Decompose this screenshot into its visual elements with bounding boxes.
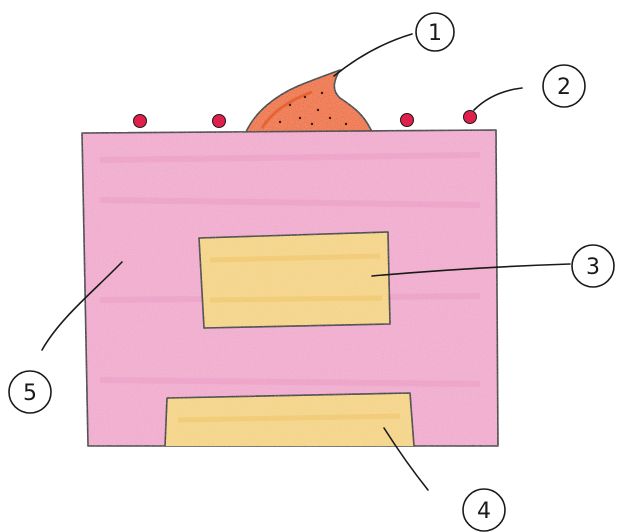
callout-number: 5 (23, 381, 37, 406)
callout-4: 4 (463, 489, 505, 531)
upper-panel (199, 232, 390, 328)
callout-number: 4 (477, 499, 491, 524)
callout-number: 3 (586, 255, 600, 280)
bead-icon (401, 114, 414, 127)
callout-2: 2 (543, 65, 585, 107)
bead-icon (464, 111, 477, 124)
bead-icon (134, 115, 147, 128)
callout-number: 1 (428, 21, 442, 46)
callout-3: 3 (572, 245, 614, 287)
topping (246, 70, 372, 132)
bead-icon (213, 115, 226, 128)
upper-panel-shape (199, 232, 390, 328)
callout-1: 1 (416, 13, 454, 51)
callout-5: 5 (9, 371, 51, 413)
callout-number: 2 (557, 75, 571, 100)
lower-panel (165, 393, 414, 446)
leader-line-1 (334, 34, 412, 76)
leader-line-2 (474, 88, 522, 110)
